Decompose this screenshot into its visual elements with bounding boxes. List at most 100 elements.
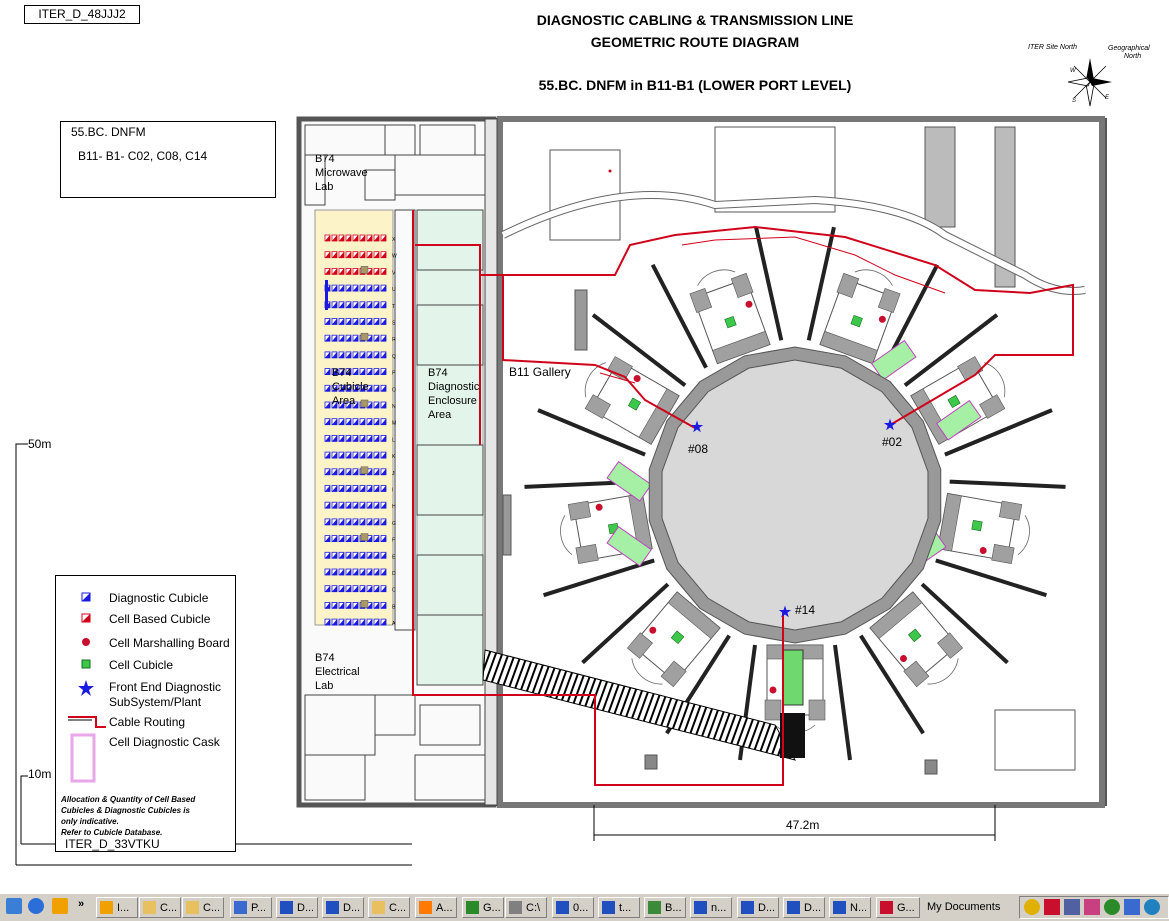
taskbar-button[interactable]: C... xyxy=(368,897,410,918)
taskbar-button[interactable]: G... xyxy=(462,897,504,918)
taskbar-button[interactable]: 0... xyxy=(552,897,594,918)
taskbar-button[interactable]: G... xyxy=(876,897,920,918)
taskbar-button[interactable]: t... xyxy=(598,897,640,918)
title-line-1: DIAGNOSTIC CABLING & TRANSMISSION LINE xyxy=(536,12,854,28)
app-icon xyxy=(186,901,199,914)
bluetooth-icon xyxy=(1144,899,1160,915)
taskbar-button-label: A... xyxy=(436,902,453,914)
app-icon xyxy=(880,901,893,914)
gallery-label: B11 Gallery xyxy=(509,365,571,379)
taskbar-button[interactable]: I... xyxy=(96,897,138,918)
cable-route-inner xyxy=(599,236,946,384)
taskbar-button-label: D... xyxy=(804,902,822,914)
windows-taskbar: » I...C...C...P...D...D...C...A...G...C:… xyxy=(0,893,1169,921)
subtitle: 55.BC. DNFM in B11-B1 (LOWER PORT LEVEL) xyxy=(538,77,852,93)
taskbar-button[interactable]: C... xyxy=(139,897,181,918)
browser-icon[interactable] xyxy=(28,898,44,914)
cubicle-row: G xyxy=(324,518,396,527)
row-letter: A xyxy=(392,621,396,627)
app-icon xyxy=(787,901,800,914)
cubicle-row: L xyxy=(324,434,395,443)
info-ports: B11- B1- C02, C08, C14 xyxy=(78,149,208,163)
tray-icon-5 xyxy=(1104,899,1120,915)
taskbar-button[interactable]: B... xyxy=(644,897,686,918)
cable-route-02 xyxy=(415,225,1074,426)
legend-item-cell-cubicle: Cell Cubicle xyxy=(56,656,235,674)
cell-based-cubicle-icon xyxy=(81,613,91,623)
taskbar-button[interactable]: D... xyxy=(783,897,825,918)
app-icon xyxy=(602,901,615,914)
taskbar-button[interactable]: N... xyxy=(829,897,871,918)
star-icon xyxy=(78,680,94,696)
cell-cubicle-14 xyxy=(782,649,804,706)
row-letter: U xyxy=(392,287,396,293)
my-documents-toolbar[interactable]: My Documents xyxy=(927,901,1001,913)
app-icon xyxy=(143,901,156,914)
taskbar-button[interactable]: C... xyxy=(182,897,224,918)
cubicle-row: C xyxy=(324,585,396,594)
app-icon xyxy=(694,901,707,914)
outlook-icon[interactable] xyxy=(52,898,68,914)
taskbar-button-label: C... xyxy=(389,902,407,914)
tokamak-pit-inner xyxy=(661,359,929,631)
cubicle-row: P xyxy=(324,368,396,377)
row-letter: D xyxy=(392,571,396,577)
taskbar-button-label: D... xyxy=(758,902,776,914)
cell-diagnostic-cask xyxy=(935,399,982,441)
app-icon xyxy=(648,901,661,914)
svg-text:E: E xyxy=(1105,95,1110,101)
taskbar-button-label: D... xyxy=(343,902,361,914)
row-letter: M xyxy=(392,421,396,427)
row-letter: V xyxy=(392,270,396,276)
taskbar-button[interactable]: A... xyxy=(415,897,457,918)
front-end-star xyxy=(883,418,897,431)
taskbar-button[interactable]: D... xyxy=(276,897,318,918)
cell-diagnostic-cask xyxy=(606,525,652,567)
cable-routes xyxy=(412,210,1074,786)
taskbar-button[interactable]: P... xyxy=(230,897,272,918)
cable-route-14 xyxy=(412,210,784,786)
cask-icon xyxy=(70,733,96,783)
legend-item-cell-based-cubicle: Cell Based Cubicle xyxy=(56,610,235,628)
taskbar-button-label: G... xyxy=(483,902,501,914)
taskbar-button-label: N... xyxy=(850,902,868,914)
tray-icon-1 xyxy=(1024,899,1040,915)
taskbar-button[interactable]: D... xyxy=(737,897,779,918)
cubicle-row: D xyxy=(324,568,396,577)
port-cell xyxy=(738,644,852,761)
cable-routing-icon xyxy=(68,716,106,728)
port-cell xyxy=(537,313,687,457)
geo-north-label-2: North xyxy=(1124,53,1142,60)
legend-item-cask: Cell Diagnostic Cask xyxy=(56,733,235,783)
taskbar-button-label: 0... xyxy=(573,902,589,914)
front-end-star xyxy=(778,605,792,618)
port-cell xyxy=(935,479,1066,598)
row-letter: T xyxy=(392,304,395,310)
legend-ref-id: ITER_D_33VTKU xyxy=(65,837,160,851)
cubicle-row: J xyxy=(324,466,395,477)
port-14-duct xyxy=(780,713,805,758)
app-icon xyxy=(100,901,113,914)
taskbar-button-label: P... xyxy=(251,902,267,914)
cubicle-row: O xyxy=(324,384,396,393)
taskbar-button[interactable]: C:\ xyxy=(505,897,547,918)
cubicle-row: V xyxy=(324,266,396,276)
app-icon xyxy=(833,901,846,914)
quicklaunch-more-icon[interactable]: » xyxy=(78,898,85,910)
app-icon xyxy=(372,901,385,914)
taskbar-button-label: B... xyxy=(665,902,682,914)
title-line-2: GEOMETRIC ROUTE DIAGRAM xyxy=(590,34,800,50)
row-letter: K xyxy=(392,454,396,460)
front-end-markers xyxy=(690,418,897,618)
desktop-icon[interactable] xyxy=(6,898,22,914)
app-icon xyxy=(509,901,522,914)
taskbar-button[interactable]: D... xyxy=(322,897,364,918)
app-icon xyxy=(280,901,293,914)
taskbar-button[interactable]: n... xyxy=(690,897,732,918)
front-end-star xyxy=(690,420,704,433)
